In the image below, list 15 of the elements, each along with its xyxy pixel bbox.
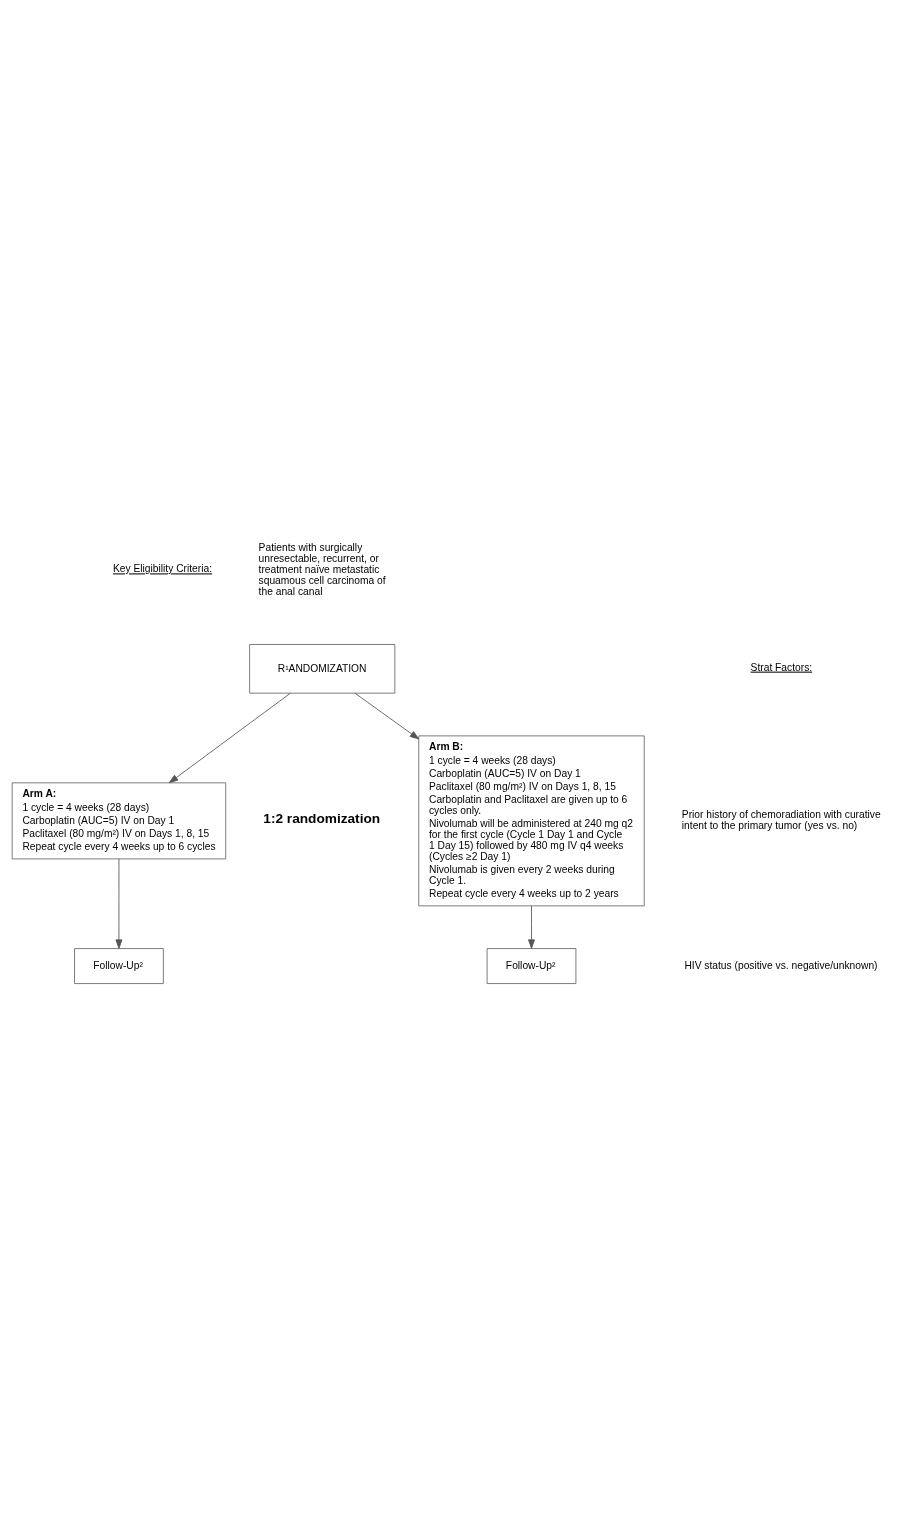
label: 1:2 randomization <box>263 811 381 827</box>
label: HIV status (positive vs. negative/unknown) <box>684 959 878 971</box>
arrow <box>528 905 535 949</box>
arrow <box>115 858 123 949</box>
label: Patients with surgically unresectable, recurrent, or treatment naïve metastatic squamous cell carcinoma of the anal canal <box>258 542 386 598</box>
label: Prior history of chemoradiation with curative intent to the primary tumor (yes vs. no) <box>681 808 881 832</box>
node-box: Arm A: 1 cycle = 4 weeks (28 days) Carboplatin (AUC=5) IV on Day 1 Paclitaxel (80 mg/m²) IV on Days 1, 8, 15 Repeat cycle every 4 weeks up to 6 cycles <box>11 782 227 860</box>
node-box: R¹ANDOMIZATION <box>249 644 396 694</box>
label: Key Eligibility Criteria: <box>112 563 213 575</box>
node-box: Follow-Up² <box>74 948 164 984</box>
arrow <box>168 692 291 784</box>
node-box: Follow-Up² <box>486 948 577 984</box>
arrow <box>354 692 420 740</box>
node-box: Arm B: 1 cycle = 4 weeks (28 days) Carboplatin (AUC=5) IV on Day 1 Paclitaxel (80 mg/m²) IV on Days 1, 8, 15 Carboplatin and Paclitaxel are given up to 6 cycles only. Nivolumab will be administered at 240 mg q2 for the first cycle (Cycle 1 Day 1 and Cycle 1 Day 15) followed by 480 mg IV q4 weeks (Cycles ≥2 Day 1) Nivolumab is given every 2 weeks during Cycle 1. Repeat cycle every 4 weeks up to 2 years <box>418 735 645 907</box>
label: Strat Factors: <box>750 661 813 673</box>
